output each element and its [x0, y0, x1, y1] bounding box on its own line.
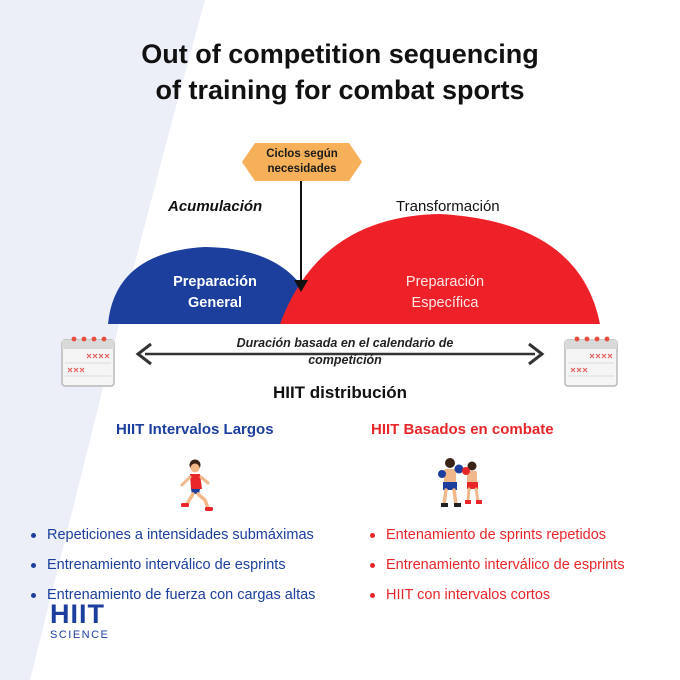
cycles-label: Ciclos según necesidades: [247, 142, 357, 182]
general-preparation-dome: [108, 247, 310, 324]
duration-label: Duración basada en el calendario de comp…: [200, 335, 490, 369]
general-preparation-line-2: General: [188, 295, 242, 311]
cycles-hexagon: [242, 143, 362, 181]
calendar-icon: [61, 336, 115, 387]
duration-arrow-left-head: [135, 342, 152, 366]
transformation-label: Transformación: [396, 198, 500, 215]
calendar-icon: [564, 336, 618, 387]
accumulation-label: Acumulación: [168, 198, 263, 215]
list-item: Entrenamiento interválico de esprints: [370, 555, 625, 585]
hiit-science-logo: HIIT SCIENCE: [50, 600, 130, 642]
specific-preparation-line-2: Específica: [411, 295, 479, 311]
boxers-icon: [438, 458, 482, 507]
runner-icon: [180, 459, 213, 511]
specific-preparation-dome: [280, 214, 600, 324]
duration-line-1: Duración basada en el calendario de: [236, 336, 454, 350]
title-line-1: Out of competition sequencing: [141, 39, 539, 69]
combat-based-title: HIIT Basados en combate: [371, 421, 554, 438]
hiit-distribution-title: HIIT distribución: [272, 383, 408, 402]
duration-arrow-right-head: [528, 342, 545, 366]
list-item: HIIT con intervalos cortos: [370, 585, 625, 615]
logo-sub-text: SCIENCE: [50, 629, 110, 641]
title-line-2: of training for combat sports: [155, 75, 525, 105]
specific-preparation-label: Preparación Específica: [370, 272, 520, 314]
page-title: Out of competition sequencing of trainin…: [0, 36, 680, 108]
general-preparation-line-1: Preparación: [173, 274, 257, 290]
long-intervals-list: Repeticiones a intensidades submáximas E…: [31, 525, 315, 615]
cycles-label-line-1: Ciclos según: [266, 148, 338, 160]
long-intervals-title: HIIT Intervalos Largos: [116, 421, 274, 438]
general-preparation-label: Preparación General: [150, 272, 280, 314]
list-item: Entrenamiento de fuerza con cargas altas: [31, 585, 315, 615]
cycles-arrow-head: [294, 280, 308, 292]
list-item: Entenamiento de sprints repetidos: [370, 525, 625, 555]
cycles-label-line-2: necesidades: [267, 163, 337, 175]
list-item: Repeticiones a intensidades submáximas: [31, 525, 315, 555]
duration-line-2: competición: [308, 353, 382, 367]
specific-preparation-line-1: Preparación: [405, 274, 485, 290]
logo-main-text: HIIT: [50, 599, 105, 629]
list-item: Entrenamiento interválico de esprints: [31, 555, 315, 585]
combat-based-list: Entenamiento de sprints repetidos Entren…: [370, 525, 625, 615]
